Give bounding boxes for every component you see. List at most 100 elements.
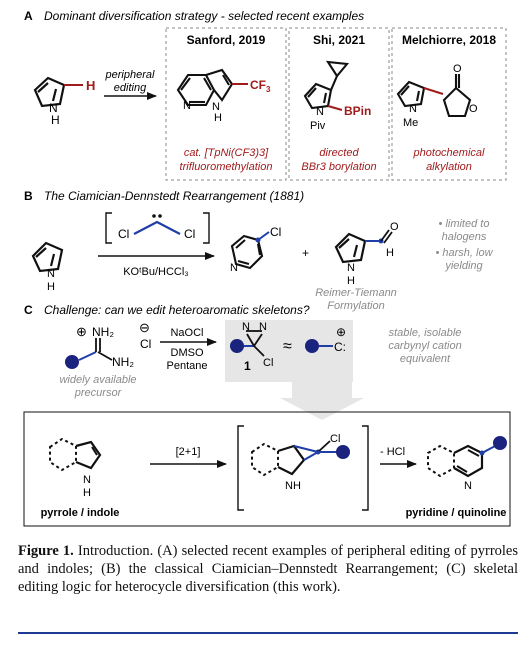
example-box-sanford (165, 27, 287, 181)
cation-r-dot (305, 339, 319, 353)
reagent-pentane: Pentane (167, 360, 208, 372)
r-group-dot (65, 355, 79, 369)
intermediate-cl: Cl (330, 433, 340, 445)
alkylated-pyrrole-structure (396, 74, 472, 118)
example-box-shi (288, 27, 390, 181)
shi-n-sub: Piv (310, 120, 326, 132)
diazirine-r-dot (230, 339, 244, 353)
example-box-melchiorre (391, 27, 507, 181)
box-title-sanford: Sanford, 2019 (187, 33, 266, 47)
stable-label-1: stable, isolable (389, 327, 462, 339)
amidine-nh2-bottom: NH₂ (112, 355, 134, 369)
minus-hcl: - HCl (380, 446, 405, 458)
caption-label: Figure 1. (18, 543, 74, 559)
plus-sign: + (302, 246, 309, 260)
melchiorre-caption-2: alkylation (426, 161, 472, 173)
approx-sign: ≈ (283, 338, 292, 355)
bottom-rule (18, 632, 518, 634)
panel-c: C Challenge: can we edit heteroaromatic … (23, 303, 511, 527)
down-arrow-head (280, 398, 364, 420)
minus-charge: ⊖ (139, 320, 150, 335)
cation-carbon: C: (334, 340, 346, 354)
diazirine-n-right: N (259, 321, 267, 333)
svg-text:N: N (316, 106, 324, 118)
intermediate-nh: NH (285, 480, 301, 492)
cation-charge: ⊕ (336, 325, 346, 339)
reimer-tiemann-label: Reimer-Tiemann (315, 287, 397, 299)
svg-text:N: N (49, 101, 58, 115)
note-line-4: yielding (444, 260, 483, 272)
cf3-group: CF (250, 78, 266, 92)
precursor-label-1: widely available (59, 374, 136, 386)
svg-text:N: N (409, 103, 417, 115)
svg-text:N: N (212, 101, 220, 113)
cyclopropane-intermediate (251, 442, 319, 477)
note-line-2: halogens (442, 231, 487, 243)
sanford-nh: H (214, 112, 222, 124)
svg-text:N: N (230, 262, 238, 274)
diazirine-n-left: N (242, 321, 250, 333)
panel-b: B The Ciamician-Dennstedt Rearrangement … (24, 189, 494, 312)
carbene-cl-left: Cl (118, 227, 129, 241)
down-arrow-shaft (292, 382, 352, 398)
reagent-naocl: NaOCl (170, 327, 203, 339)
svg-text:N: N (47, 268, 55, 280)
panel-a-title: Dominant diversification strategy - sele… (44, 9, 364, 23)
pyrrole-start (33, 76, 66, 108)
aldehyde-h: H (386, 247, 394, 259)
panel-b-letter: B (24, 189, 33, 203)
sanford-caption-1: cat. [TpNi(CF3)3] (184, 147, 269, 159)
amidine-nh2-top: NH₂ (92, 325, 114, 339)
panel-c-title: Challenge: can we edit heteroaromatic sk… (44, 303, 310, 317)
scheme-figure: A Dominant diversification strategy - se… (23, 9, 511, 527)
label-pyridine-quinoline: pyridine / quinoline (406, 507, 507, 519)
formylation-label: Formylation (327, 300, 384, 312)
figure-caption: Figure 1. Introduction. (A) selected rec… (18, 542, 518, 596)
stable-label-3: equivalent (400, 353, 451, 365)
skeletal-editing-box (23, 411, 511, 527)
svg-text:N: N (347, 262, 355, 274)
diazirine-cl: Cl (263, 357, 273, 369)
indole-structure (49, 437, 102, 472)
carbonyl-o: O (453, 63, 462, 75)
intermediate-r-dot (336, 445, 350, 459)
compound-number: 1 (244, 359, 251, 373)
chloropyridine-structure (230, 234, 264, 270)
carbene-bonds (133, 220, 181, 235)
precursor-label-2: precursor (74, 387, 123, 399)
box-title-melchiorre: Melchiorre, 2018 (402, 33, 496, 47)
aldehyde-o: O (390, 221, 399, 233)
plus-charge: ⊕ (76, 324, 87, 339)
reagent-b: KOᵗBu/HCCl₃ (123, 266, 189, 278)
note-line-3: • harsh, low (435, 247, 493, 259)
reagent-dmso: DMSO (171, 347, 204, 359)
melchiorre-n-sub: Me (403, 117, 418, 129)
box-title-shi: Shi, 2021 (313, 33, 365, 47)
bracket-right (203, 212, 210, 244)
bpin-group: BPin (344, 104, 371, 118)
pyrrole-b-h: H (47, 281, 55, 293)
pyrrole-b (31, 241, 64, 273)
arrow-label-top: peripheral (105, 69, 155, 81)
nh-h-label: H (51, 113, 60, 127)
azaindole-structure (176, 68, 234, 107)
stable-label-2: carbynyl cation (388, 340, 461, 352)
h-atom-label: H (86, 78, 95, 93)
bracket-left (105, 212, 112, 244)
quinoline-r-dot (493, 436, 507, 450)
lactone-o: O (469, 103, 478, 115)
panel-b-title: The Ciamician-Dennstedt Rearrangement (1… (44, 189, 304, 203)
shi-caption-1: directed (319, 147, 359, 159)
int-bracket-right (362, 425, 369, 511)
svg-text:N: N (183, 100, 191, 112)
panel-a: A Dominant diversification strategy - se… (24, 9, 507, 181)
shi-caption-2: BBr3 borylation (301, 161, 376, 173)
aldehyde-nh: H (347, 275, 355, 287)
borylated-pyrrole-structure (303, 60, 350, 110)
panel-c-letter: C (24, 303, 33, 317)
quinoline-n: N (464, 480, 472, 492)
melchiorre-caption-1: photochemical (413, 147, 485, 159)
product-cl: Cl (270, 225, 281, 239)
panel-a-letter: A (24, 9, 33, 23)
note-line-1: • limited to (439, 218, 490, 230)
